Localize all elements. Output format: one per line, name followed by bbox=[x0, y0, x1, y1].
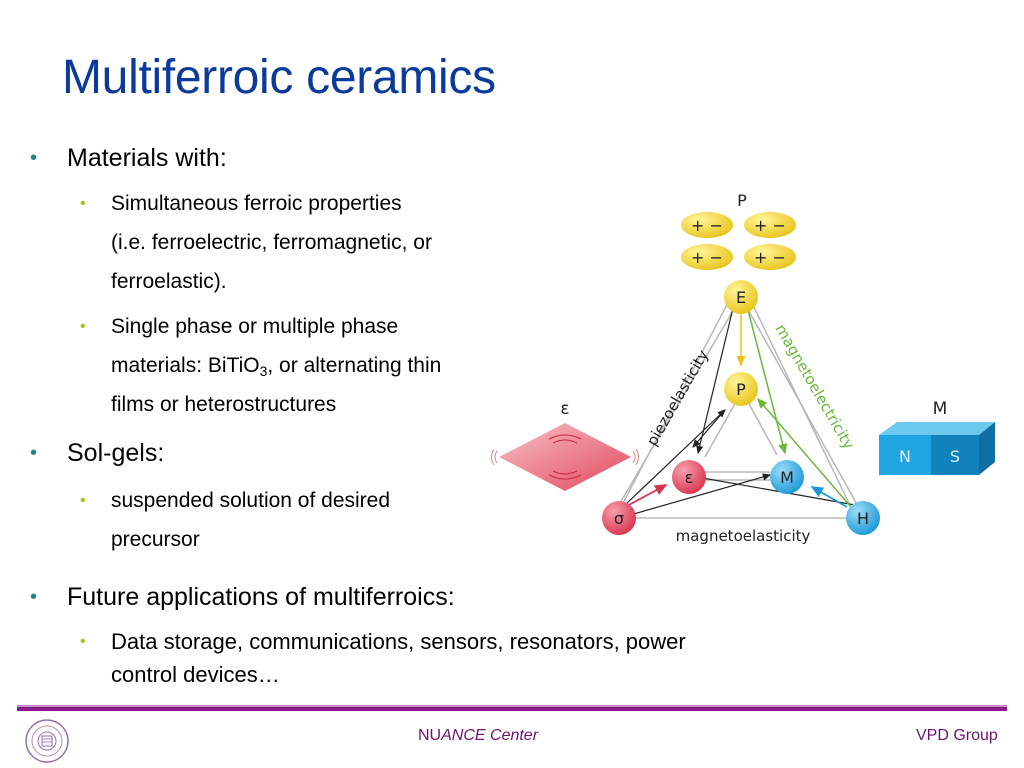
svg-text:+ −: + − bbox=[754, 248, 786, 267]
svg-text:ε: ε bbox=[560, 399, 569, 419]
bullet-dot-icon: • bbox=[30, 586, 38, 608]
sub-bullet-applications: • Data storage, communications, sensors,… bbox=[80, 625, 686, 691]
sub-bullet-line: Single phase or multiple phase bbox=[111, 315, 399, 338]
sub-bullet-line: Simultaneous ferroic properties bbox=[111, 192, 402, 215]
svg-text:+ −: + − bbox=[691, 216, 723, 235]
sub-bullet-line: materials: BiTiO3, or alternating thin bbox=[111, 354, 442, 379]
strain-diamond-icon: ε bbox=[491, 399, 639, 491]
sub-bullet-line: Data storage, communications, sensors, r… bbox=[111, 629, 686, 654]
footer-right-text: VPD Group bbox=[916, 727, 998, 744]
bullet-text: Materials with: bbox=[67, 144, 227, 172]
node-M: M bbox=[770, 460, 804, 494]
sub-bullet-line: control devices… bbox=[111, 662, 280, 687]
magnet-icon: M N S bbox=[879, 399, 995, 475]
sub-bullet-phase: • Single phase or multiple phase materia… bbox=[80, 307, 442, 424]
sub-bullet-line: suspended solution of desired bbox=[111, 489, 391, 512]
node-P: P bbox=[724, 372, 758, 406]
sub-bullet-dot-icon: • bbox=[80, 633, 86, 650]
bullet-dot-icon: • bbox=[30, 442, 38, 464]
polarization-label: P bbox=[737, 191, 747, 210]
multiferroic-coupling-diagram: P + − + − + − + − piezoelasticity magnet… bbox=[491, 191, 995, 545]
bullet-text: Sol-gels: bbox=[67, 439, 165, 467]
footer-center-text: NUANCE Center bbox=[418, 727, 539, 744]
sub-bullet-dot-icon: • bbox=[80, 318, 86, 335]
slide-title: Multiferroic ceramics bbox=[62, 51, 496, 104]
svg-text:P: P bbox=[736, 380, 746, 399]
svg-text:+ −: + − bbox=[691, 248, 723, 267]
svg-text:M: M bbox=[780, 468, 794, 487]
sub-bullet-dot-icon: • bbox=[80, 195, 86, 212]
svg-text:N: N bbox=[899, 447, 911, 466]
sub-bullet-ferroic: • Simultaneous ferroic properties (i.e. … bbox=[80, 184, 432, 301]
bullet-materials: • Materials with: bbox=[30, 143, 227, 173]
footer-rule bbox=[17, 705, 1007, 711]
dipole-group: + − + − + − + − bbox=[681, 212, 796, 270]
svg-text:S: S bbox=[950, 447, 960, 466]
bullet-dot-icon: • bbox=[30, 147, 38, 169]
sub-bullet-solution: • suspended solution of desired precurso… bbox=[80, 481, 391, 559]
sub-bullet-dot-icon: • bbox=[80, 492, 86, 509]
svg-text:ε: ε bbox=[685, 468, 694, 487]
piezoelasticity-label: piezoelasticity bbox=[643, 347, 712, 449]
svg-text:H: H bbox=[857, 509, 869, 528]
svg-text:M: M bbox=[933, 399, 948, 419]
sub-bullet-line: (i.e. ferroelectric, ferromagnetic, or bbox=[111, 231, 432, 254]
sub-bullet-line: films or heterostructures bbox=[111, 393, 337, 416]
sub-bullet-line: precursor bbox=[111, 528, 200, 551]
svg-text:E: E bbox=[736, 288, 746, 307]
svg-text:+ −: + − bbox=[754, 216, 786, 235]
node-sigma: σ bbox=[602, 501, 636, 535]
bullet-sol-gels: • Sol-gels: bbox=[30, 438, 165, 468]
node-H: H bbox=[846, 501, 880, 535]
node-epsilon: ε bbox=[672, 460, 706, 494]
node-E: E bbox=[724, 280, 758, 314]
magnetoelasticity-label: magnetoelasticity bbox=[676, 527, 811, 545]
bullet-text: Future applications of multiferroics: bbox=[67, 583, 455, 611]
bullet-future-applications: • Future applications of multiferroics: bbox=[30, 582, 455, 612]
sub-bullet-line: ferroelastic). bbox=[111, 270, 227, 293]
svg-text:σ: σ bbox=[614, 509, 624, 528]
university-seal-icon bbox=[25, 719, 69, 763]
